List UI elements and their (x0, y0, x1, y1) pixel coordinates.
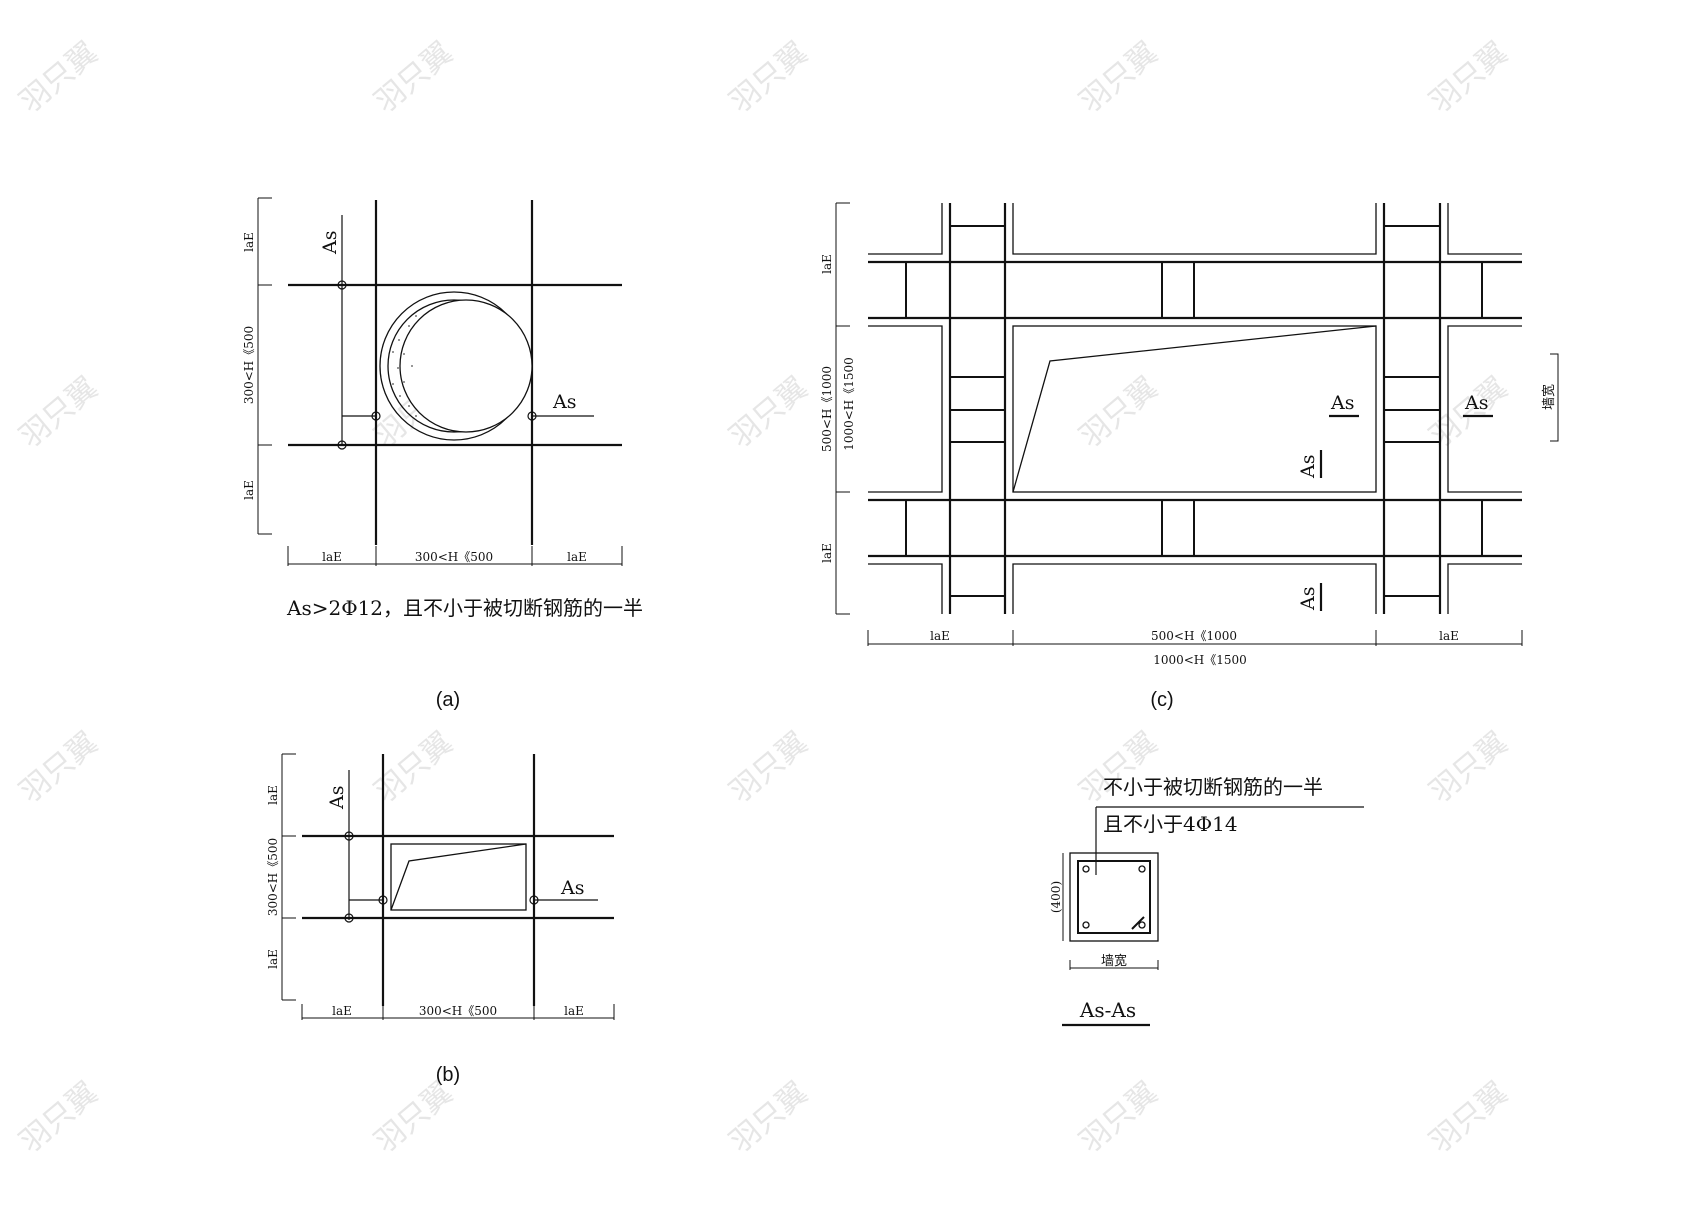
dimension-lines-a (257, 197, 623, 566)
dim-lae-c-top: laE (820, 254, 834, 274)
watermark: 羽只翼 (368, 35, 459, 120)
watermark: 羽只翼 (368, 1075, 459, 1160)
dimension-lines-section (1062, 853, 1159, 970)
wall-width-label-c: 墙宽 (1541, 384, 1557, 410)
watermark: 羽只翼 (368, 725, 459, 810)
watermark: 羽只翼 (1073, 35, 1164, 120)
watermark: 羽只翼 (1423, 725, 1514, 810)
dim-opening-c-vertical-b: 1000<H《1500 (842, 357, 856, 451)
section-mark-label-2: As (1464, 392, 1488, 414)
rebar-label-top-b: As (326, 786, 348, 810)
added-rebar-a (337, 215, 594, 450)
watermark: 羽只翼 (1423, 35, 1514, 120)
section-mark-label-4: As (1297, 587, 1319, 611)
column-section (1069, 852, 1159, 942)
wall-panel-outlines-c (868, 203, 1522, 614)
dim-lae-c-left: laE (930, 629, 950, 643)
rebar-label-top-a: As (319, 231, 341, 255)
diagram-a-text: As As laE 300<H《500 laE laE 300<H《500 la… (242, 231, 643, 711)
section-note-line2: 且不小于4Φ14 (1103, 812, 1238, 836)
dim-lae-b-top: laE (266, 785, 280, 805)
dimension-lines-b (281, 753, 615, 1020)
section-note-line1: 不小于被切断钢筋的一半 (1103, 775, 1323, 799)
caption-a: (a) (436, 689, 460, 711)
dim-lae-b-bottom: laE (266, 949, 280, 969)
dim-lae-b-left: laE (332, 1004, 352, 1018)
rectangular-opening-c (1012, 325, 1377, 493)
circular-opening (379, 291, 533, 441)
watermark: 羽只翼 (13, 725, 104, 810)
dim-lae-a-right: laE (567, 550, 587, 564)
dim-opening-b-vertical: 300<H《500 (266, 838, 280, 916)
wall-width-label-section: 墙宽 (1101, 953, 1127, 969)
watermark: 羽只翼 (13, 370, 104, 455)
dim-section-height: (400) (1049, 881, 1063, 913)
rebar-label-side-b: As (560, 877, 584, 899)
dim-opening-c-horizontal-a: 500<H《1000 (1151, 629, 1237, 643)
dim-lae-a-top: laE (242, 232, 256, 252)
section-marks-c (1319, 414, 1493, 611)
dim-lae-c-right: laE (1439, 629, 1459, 643)
section-as-as (1062, 806, 1364, 1027)
caption-b: (b) (436, 1064, 460, 1086)
watermark: 羽只翼 (1073, 370, 1164, 455)
dim-opening-c-vertical-a: 500<H《1000 (820, 366, 834, 452)
dim-lae-a-left: laE (322, 550, 342, 564)
watermark: 羽只翼 (723, 370, 814, 455)
diagram-a (257, 197, 623, 566)
rectangular-opening-b (390, 843, 527, 911)
section-mark-label-1: As (1330, 392, 1354, 414)
dimension-lines-c (835, 202, 1559, 646)
wall-rebar-lines-b (302, 754, 614, 1006)
diagram-b (281, 753, 615, 1020)
diagram-b-text: As As laE 300<H《500 laE laE 300<H《500 la… (266, 785, 584, 1086)
dim-opening-a-horizontal: 300<H《500 (415, 550, 493, 564)
watermark: 羽只翼 (723, 1075, 814, 1160)
dim-lae-b-right: laE (564, 1004, 584, 1018)
stirrups-c (905, 225, 1483, 597)
dim-lae-c-bottom: laE (820, 543, 834, 563)
concealed-columns-c (948, 203, 1442, 614)
watermark: 羽只翼 (1423, 1075, 1514, 1160)
watermark: 羽只翼 (13, 1075, 104, 1160)
dim-opening-c-horizontal-b: 1000<H《1500 (1153, 653, 1247, 667)
watermark: 羽只翼 (1073, 1075, 1164, 1160)
watermark-layer: 羽只翼羽只翼羽只翼羽只翼羽只翼羽只翼羽只翼羽只翼羽只翼羽只翼羽只翼羽只翼羽只翼羽… (13, 35, 1514, 1160)
added-rebar-b (344, 770, 598, 923)
section-mark-label-3: As (1297, 455, 1319, 479)
diagram-c-text: As As As As laE 500<H《1000 1000<H《1500 l… (820, 254, 1557, 711)
wall-rebar-lines-a (288, 200, 622, 545)
rebar-note-a: As>2Φ12，且不小于被切断钢筋的一半 (286, 596, 643, 620)
watermark: 羽只翼 (723, 35, 814, 120)
dim-lae-a-bottom: laE (242, 480, 256, 500)
watermark: 羽只翼 (13, 35, 104, 120)
opening-hatch (392, 315, 417, 417)
dim-opening-b-horizontal: 300<H《500 (419, 1004, 497, 1018)
caption-c: (c) (1150, 689, 1173, 711)
leader-line (1095, 806, 1364, 875)
dim-opening-a-vertical: 300<H《500 (242, 326, 256, 404)
section-as-as-text: 不小于被切断钢筋的一半 且不小于4Φ14 (400) 墙宽 As-As (1049, 775, 1323, 1022)
rebar-label-side-a: As (552, 391, 576, 413)
section-title: As-As (1079, 998, 1136, 1022)
diagram-c (835, 202, 1559, 646)
watermark: 羽只翼 (723, 725, 814, 810)
